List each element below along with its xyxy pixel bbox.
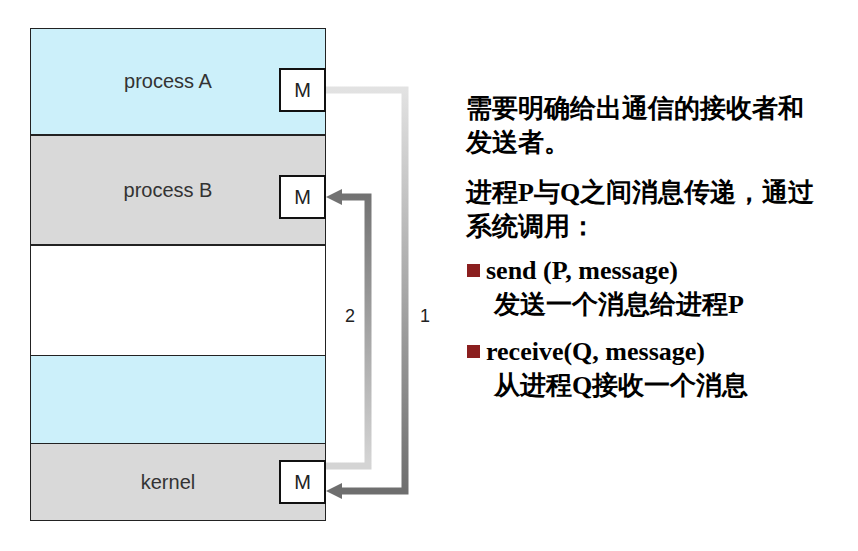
- process-band: process A M: [30, 28, 326, 135]
- message-label: M: [294, 186, 311, 209]
- kernel-band: kernel M: [30, 443, 326, 521]
- note-text: send (P, message): [486, 254, 846, 288]
- band-label: process A: [124, 70, 212, 93]
- message-arrow: [326, 90, 405, 491]
- empty-band: [31, 246, 326, 356]
- bullet-square: [467, 345, 480, 358]
- message-label: M: [294, 471, 311, 494]
- bullet-square: [467, 264, 480, 277]
- note-text: 发送一个消息给进程P: [494, 288, 834, 322]
- band-label: kernel: [141, 471, 195, 494]
- band-label: process B: [124, 179, 213, 202]
- message-box: M: [279, 175, 326, 219]
- message-arrow: [326, 197, 368, 466]
- note-text: 进程P与Q之间消息传递，通过系统调用：: [466, 176, 821, 244]
- message-box: M: [279, 68, 326, 112]
- callout-number: 2: [344, 306, 356, 327]
- callout-number: 1: [419, 306, 431, 327]
- note-text: receive(Q, message): [486, 335, 846, 369]
- empty-band: [31, 356, 326, 444]
- note-text: 需要明确给出通信的接收者和发送者。: [466, 92, 821, 160]
- note-text: 从进程Q接收一个消息: [494, 369, 834, 403]
- message-box: M: [279, 460, 326, 504]
- process-band: process B M: [30, 135, 326, 245]
- message-label: M: [294, 79, 311, 102]
